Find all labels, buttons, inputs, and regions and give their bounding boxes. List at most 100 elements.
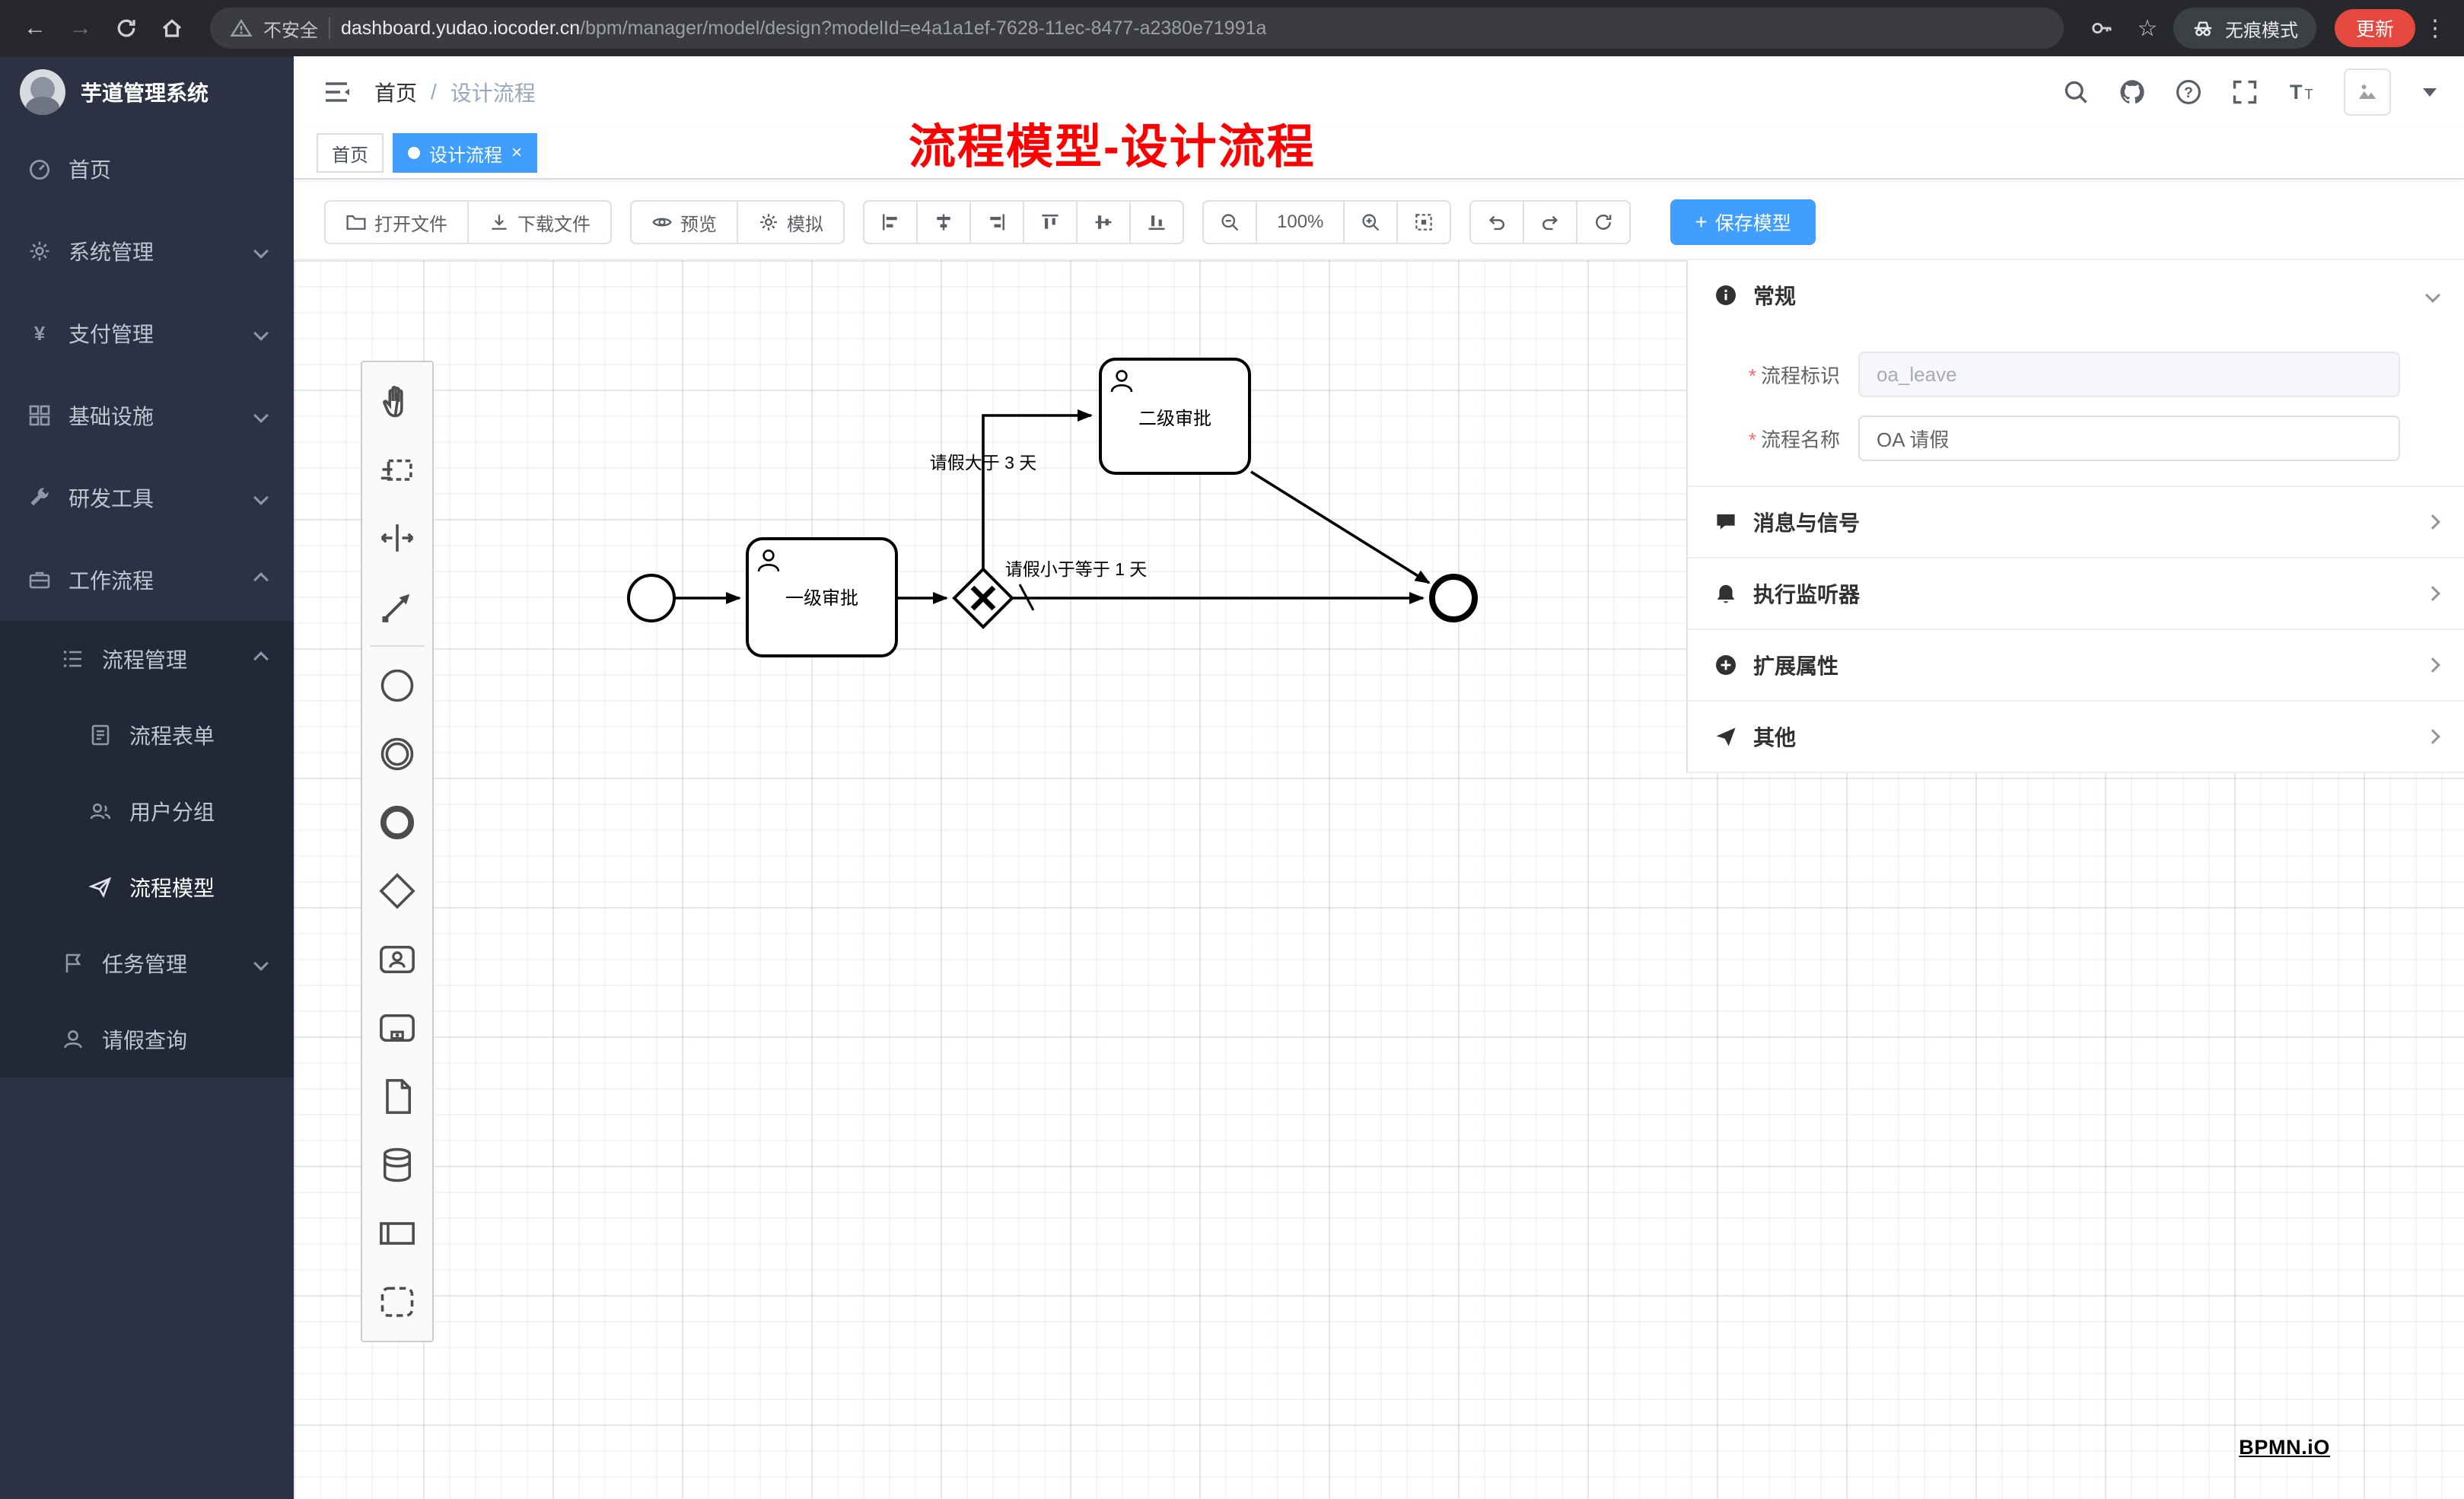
- tab-home[interactable]: 首页: [317, 133, 384, 173]
- sidebar-item-workflow[interactable]: 工作流程: [0, 539, 294, 621]
- update-button[interactable]: 更新: [2334, 9, 2415, 47]
- align-bottom-button[interactable]: [1129, 200, 1184, 244]
- align-center-button[interactable]: [916, 200, 971, 244]
- github-icon[interactable]: [2119, 78, 2146, 106]
- logo-avatar: [20, 69, 65, 115]
- props-section-message-header[interactable]: 消息与信号: [1688, 487, 2464, 557]
- reload-button[interactable]: [107, 8, 146, 48]
- browser-menu-button[interactable]: ⋮: [2424, 15, 2446, 41]
- align-left-button[interactable]: [863, 200, 918, 244]
- create-end-event[interactable]: [362, 788, 432, 857]
- sidebar-item-process-form[interactable]: 流程表单: [0, 697, 294, 773]
- create-intermediate-event[interactable]: [362, 720, 432, 788]
- create-start-event[interactable]: [362, 651, 432, 720]
- back-button[interactable]: ←: [24, 15, 46, 40]
- sidebar-item-devtools[interactable]: 研发工具: [0, 457, 294, 539]
- wrench-icon: [30, 488, 49, 506]
- redo-button[interactable]: [1523, 200, 1578, 244]
- simulate-button[interactable]: 模拟: [737, 200, 845, 244]
- home-button[interactable]: [152, 8, 192, 48]
- sidebar-item-infra[interactable]: 基础设施: [0, 374, 294, 457]
- create-group[interactable]: [362, 1268, 432, 1336]
- task-first-approval[interactable]: [746, 537, 898, 657]
- incognito-label: 无痕模式: [2224, 20, 2298, 41]
- bookmark-star-button[interactable]: ☆: [2137, 15, 2158, 41]
- undo-button[interactable]: [1469, 200, 1525, 244]
- create-participant[interactable]: [362, 1199, 432, 1268]
- chevron-down-icon: [253, 326, 269, 341]
- folder-icon: [346, 215, 366, 230]
- start-event[interactable]: [627, 574, 676, 622]
- bpmn-io-watermark[interactable]: BPMN.iO: [2239, 1436, 2330, 1459]
- user-avatar[interactable]: [2344, 68, 2391, 116]
- task-second-approval[interactable]: [1099, 358, 1251, 475]
- save-model-button[interactable]: + 保存模型: [1670, 199, 1816, 245]
- hand-tool[interactable]: [362, 367, 432, 435]
- redo-icon: [1542, 215, 1558, 231]
- help-icon[interactable]: ?: [2175, 78, 2202, 106]
- fullscreen-icon[interactable]: [2231, 78, 2259, 106]
- sidebar-item-leave-query[interactable]: 请假查询: [0, 1001, 294, 1077]
- field-label: *流程标识: [1748, 364, 1840, 387]
- end-event[interactable]: [1429, 574, 1478, 622]
- password-key-button[interactable]: [2082, 8, 2122, 48]
- incognito-icon: [2194, 21, 2212, 37]
- align-middle-button[interactable]: [1076, 200, 1131, 244]
- open-file-button[interactable]: 打开文件: [324, 200, 469, 244]
- restart-button[interactable]: [1576, 200, 1632, 244]
- chevron-up-icon: [253, 572, 269, 587]
- properties-panel: 常规 *流程标识 *流程名称: [1686, 260, 2464, 773]
- create-subprocess[interactable]: [362, 994, 432, 1062]
- close-icon[interactable]: ×: [511, 142, 523, 163]
- sidebar-item-payment[interactable]: ¥ 支付管理: [0, 292, 294, 374]
- props-section-listener-header[interactable]: 执行监听器: [1688, 559, 2464, 629]
- sidebar-item-process-model[interactable]: 流程模型: [0, 849, 294, 925]
- flow-gateway-to-task2[interactable]: [982, 409, 1093, 569]
- props-section-other-header[interactable]: 其他: [1688, 702, 2464, 772]
- create-data-store[interactable]: [362, 1131, 432, 1199]
- browser-chrome: ← → 不安全 dashboard.yudao.iocoder.cn/bpm/m…: [0, 0, 2464, 56]
- process-name-input[interactable]: [1858, 415, 2400, 461]
- address-bar[interactable]: 不安全 dashboard.yudao.iocoder.cn/bpm/manag…: [210, 8, 2064, 49]
- create-user-task[interactable]: [362, 925, 432, 994]
- sidebar-item-user-group[interactable]: 用户分组: [0, 773, 294, 849]
- zoom-level-indicator[interactable]: 100%: [1256, 200, 1345, 244]
- search-icon[interactable]: [2062, 78, 2090, 106]
- zoom-in-button[interactable]: [1343, 200, 1399, 244]
- avatar-dropdown-caret-icon[interactable]: [2423, 88, 2437, 97]
- align-top-icon: [1042, 215, 1059, 229]
- create-gateway[interactable]: [362, 857, 432, 925]
- forward-button[interactable]: →: [69, 15, 92, 40]
- sidebar-item-system[interactable]: 系统管理: [0, 210, 294, 292]
- zoom-out-button[interactable]: [1202, 200, 1257, 244]
- bell-icon: [1717, 584, 1735, 603]
- sidebar-item-process-management[interactable]: 流程管理: [0, 621, 294, 697]
- sidebar-item-home[interactable]: 首页: [0, 128, 294, 210]
- lasso-tool[interactable]: [362, 435, 432, 504]
- required-mark: *: [1748, 428, 1756, 451]
- breadcrumb-home[interactable]: 首页: [374, 81, 418, 105]
- space-tool[interactable]: [362, 504, 432, 572]
- preview-button[interactable]: 预览: [630, 200, 738, 244]
- props-section-extensions-header[interactable]: 扩展属性: [1688, 630, 2464, 700]
- align-right-button[interactable]: [969, 200, 1024, 244]
- undo-icon: [1489, 215, 1505, 231]
- hamburger-icon[interactable]: [321, 77, 352, 107]
- zoom-reset-button[interactable]: [1396, 200, 1452, 244]
- props-section-general-header[interactable]: 常规: [1688, 260, 2464, 330]
- gateway-x-marker: [970, 585, 996, 611]
- align-top-button[interactable]: [1023, 200, 1078, 244]
- global-connect-tool[interactable]: [362, 572, 432, 641]
- palette-separator: [370, 645, 425, 647]
- bpmn-canvas[interactable]: 一级审批 二级审批 请假大于 3 天 请假小于等于 1 天: [294, 259, 2464, 1499]
- tab-design-process[interactable]: 设计流程 ×: [393, 133, 538, 173]
- sidebar-item-task-management[interactable]: 任务管理: [0, 925, 294, 1001]
- paper-plane-icon: [88, 877, 112, 899]
- download-file-button[interactable]: 下载文件: [467, 200, 612, 244]
- person-icon: [64, 1030, 82, 1049]
- flow-task2-to-end[interactable]: [1250, 470, 1431, 584]
- create-data-object[interactable]: [362, 1062, 432, 1131]
- process-key-input[interactable]: [1858, 352, 2400, 397]
- designer-toolbar: 打开文件 下载文件 预览 模拟: [294, 180, 2464, 259]
